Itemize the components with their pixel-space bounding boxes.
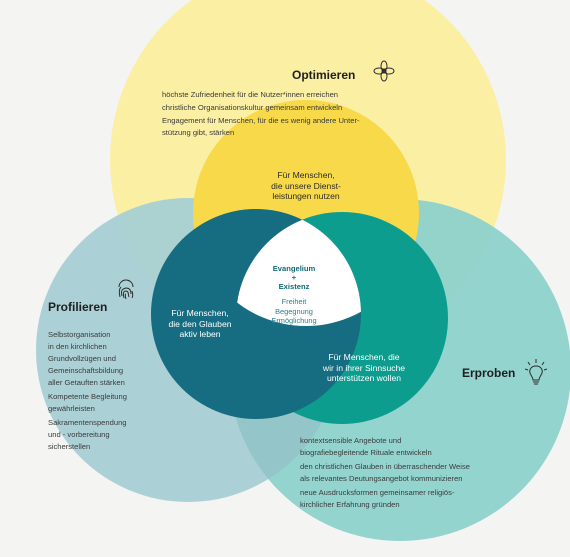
core-title: Evangelium + Existenz <box>262 264 326 291</box>
inner-top-text: Für Menschen, die unsere Dienst- leistun… <box>246 170 366 202</box>
erproben-line-3: den christlichen Glauben in überraschend… <box>300 462 470 471</box>
erproben-line-4: als relevantes Deutungsangebot kommunizi… <box>300 474 463 483</box>
core-title-line-3: Existenz <box>278 281 310 291</box>
lightbulb-icon <box>524 358 548 388</box>
profilieren-line-3: Grundvollzügen und <box>48 354 116 363</box>
core-shape <box>236 212 361 326</box>
profilieren-line-6: Kompetente Begleitung <box>48 392 127 401</box>
core-title-line-1: Evangelium <box>272 264 316 273</box>
optimieren-line-4: stützung gibt, stärken <box>162 128 235 137</box>
core-sub-line-2: Begegnung <box>275 306 313 316</box>
core-title-line-2: + <box>291 272 297 282</box>
inner-top-line-1: Für Menschen, <box>277 170 335 180</box>
flower-icon <box>372 59 396 83</box>
inner-right-text: Für Menschen, die wir in ihrer Sinnsuche… <box>304 352 424 384</box>
profilieren-line-10: sicherstellen <box>48 442 91 451</box>
inner-right-line-3: unterstützen wollen <box>326 373 402 384</box>
profilieren-line-9: und - vorbereitung <box>48 430 110 439</box>
optimieren-line-3: Engagement für Menschen, für die es weni… <box>162 116 360 125</box>
inner-left-line-2: die den Glauben <box>168 318 232 329</box>
inner-right-line-1: Für Menschen, die <box>328 352 400 362</box>
inner-top-line-3: leistungen nutzen <box>272 191 340 202</box>
profilieren-title: Profilieren <box>48 300 108 314</box>
profilieren-line-1: Selbstorganisation <box>48 330 111 339</box>
optimieren-title: Optimieren <box>292 68 356 82</box>
fingerprint-icon <box>115 278 137 302</box>
optimieren-line-2: christliche Organisationskultur gemeinsa… <box>162 103 343 112</box>
optimieren-line-1: höchste Zufriedenheit für die Nutzer*inn… <box>162 90 339 99</box>
inner-left-text: Für Menschen, die den Glauben aktiv lebe… <box>150 308 250 340</box>
erproben-line-5: neue Ausdrucksformen gemeinsamer religiö… <box>300 488 455 497</box>
inner-left-line-3: aktiv leben <box>179 329 221 340</box>
erproben-line-2: biografiebegleitende Rituale entwickeln <box>300 448 432 457</box>
core-sub-line-1: Freiheit <box>281 297 307 306</box>
inner-left-line-1: Für Menschen, <box>171 308 229 318</box>
profilieren-line-5: aller Getauften stärken <box>48 378 125 387</box>
core-sub-line-3: Ermöglichung <box>271 316 317 326</box>
erproben-title: Erproben <box>462 366 516 380</box>
profilieren-line-4: Gemeinschaftsbildung <box>48 366 124 375</box>
profilieren-line-8: Sakramentenspendung <box>48 418 127 427</box>
erproben-line-6: kirchlicher Erfahrung gründen <box>300 500 400 509</box>
inner-right-line-2: wir in ihrer Sinnsuche <box>322 362 406 373</box>
inner-top-line-2: die unsere Dienst- <box>271 180 341 191</box>
core-subtitle: Freiheit Begegnung Ermöglichung <box>262 297 326 326</box>
profilieren-line-7: gewährleisten <box>48 404 95 413</box>
erproben-line-1: kontextsensible Angebote und <box>300 436 402 445</box>
profilieren-line-2: in den kirchlichen <box>48 342 107 351</box>
